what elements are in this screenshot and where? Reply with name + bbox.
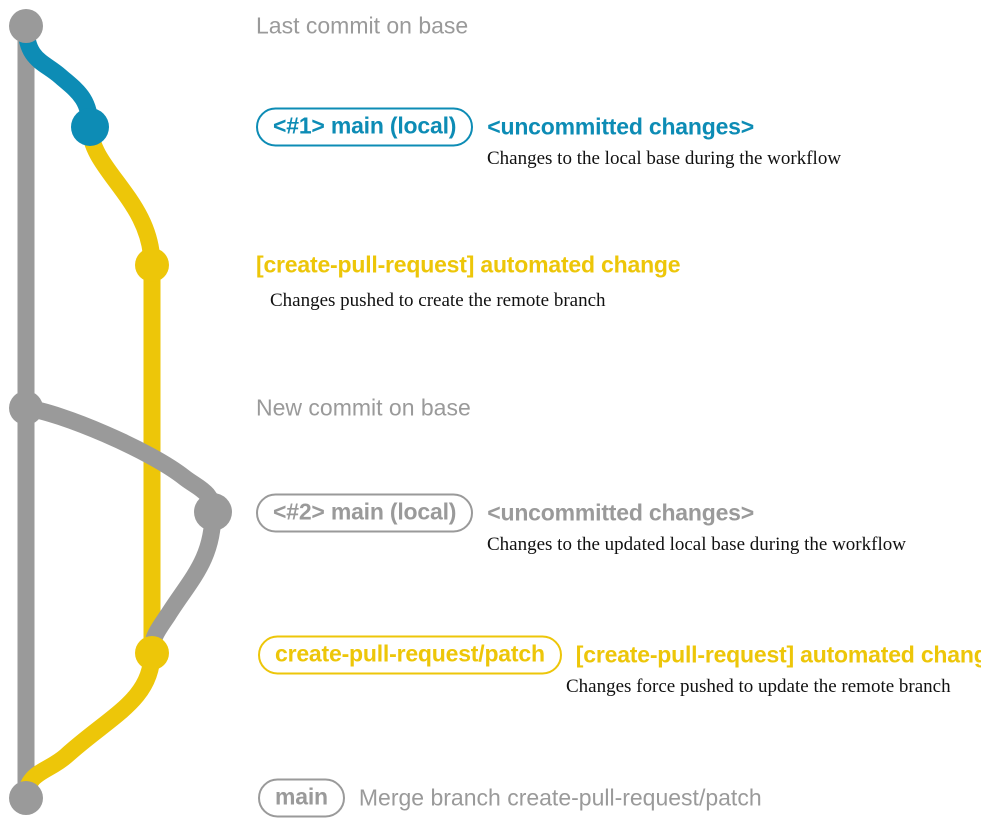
ref-badge-create-pull-request-patch[interactable]: create-pull-request/patch xyxy=(258,635,562,675)
edge-patch-2-to-merge xyxy=(17,644,161,807)
edge-base-to-local-1 xyxy=(17,17,99,136)
commit-row-new-commit-on-base: New commit on base xyxy=(256,394,471,421)
commit-subject: [create-pull-request] automated change xyxy=(256,251,681,278)
commit-row-last-commit-on-base: Last commit on base xyxy=(256,12,469,39)
edge-local-2-to-patch-2 xyxy=(143,503,222,662)
commit-row-merge: main Merge branch create-pull-request/pa… xyxy=(258,778,762,818)
commit-node-local-2[interactable] xyxy=(194,493,232,531)
edge-local-1-to-patch-1 xyxy=(81,118,161,274)
commit-node-last-commit-on-base[interactable] xyxy=(9,9,43,43)
commit-subject: <uncommitted changes> xyxy=(487,499,755,526)
ref-badge-main[interactable]: main xyxy=(258,778,345,818)
commit-subject: Last commit on base xyxy=(256,12,469,39)
commit-node-merge[interactable] xyxy=(9,781,43,815)
commit-row-automated-change-1: [create-pull-request] automated change xyxy=(256,251,681,278)
commit-note-automated-change-1: Changes pushed to create the remote bran… xyxy=(270,290,606,311)
commit-node-new-commit-on-base[interactable] xyxy=(9,391,43,425)
commit-node-automated-change-1[interactable] xyxy=(135,248,169,282)
commit-note-local-1: Changes to the local base during the wor… xyxy=(487,148,842,169)
commit-row-local-1: <#1> main (local) <uncommitted changes> xyxy=(256,107,755,147)
commit-node-local-1[interactable] xyxy=(71,108,109,146)
commit-subject: New commit on base xyxy=(256,394,471,421)
ref-badge-main-local-1[interactable]: <#1> main (local) xyxy=(256,107,474,147)
commit-row-automated-change-2: create-pull-request/patch [create-pull-r… xyxy=(258,635,981,675)
commit-row-local-2: <#2> main (local) <uncommitted changes> xyxy=(256,493,755,533)
ref-badge-main-local-2[interactable]: <#2> main (local) xyxy=(256,493,474,533)
commit-subject: Merge branch create-pull-request/patch xyxy=(358,784,762,811)
commit-subject: <uncommitted changes> xyxy=(487,113,755,140)
commit-note-automated-change-2: Changes force pushed to update the remot… xyxy=(566,676,951,697)
commit-node-automated-change-2[interactable] xyxy=(135,636,169,670)
edge-base-to-local-2 xyxy=(17,399,222,521)
commit-subject: [create-pull-request] automated change xyxy=(575,641,981,668)
commit-note-local-2: Changes to the updated local base during… xyxy=(487,534,906,555)
